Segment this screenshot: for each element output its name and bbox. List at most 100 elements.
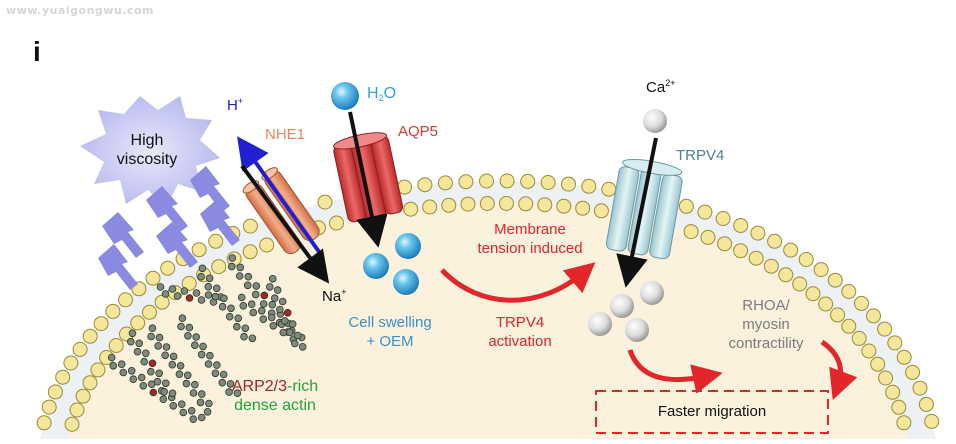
lipid-head [715,211,731,226]
rhoa-to-migration-arrow [820,339,858,401]
lipid-head [924,413,940,429]
calcium-ion-outside [643,109,667,133]
actin-subunit [290,339,299,348]
tension-to-trpv4-arrow [440,262,596,303]
actin-subunit [269,321,278,330]
nhe1-transporter [242,167,320,255]
actin-subunit [218,302,227,311]
actin-subunit [205,274,214,283]
actin-subunit [218,378,227,387]
actin-subunit [196,398,205,407]
lipid-head [145,270,161,286]
lipid-head [437,175,453,191]
lipid-head [813,262,829,278]
lipid-head [181,275,197,291]
trpv4-activation-label: TRPV4 activation [470,313,570,351]
actin-subunit [275,305,284,314]
lipid-head [72,341,88,357]
actin-subunit [153,377,162,386]
actin-subunit [160,387,169,396]
lipid-head [130,315,146,331]
calcium-charge: 2+ [665,78,676,88]
faster-migration-label: Faster migration [657,403,767,420]
proton-efflux-arrow [237,136,324,258]
viscosity-arrow-6-icon [98,244,138,290]
lipid-head [242,244,258,260]
lipid-head [317,194,333,210]
lipid-head [877,321,893,337]
lipid-head [47,384,63,400]
lipid-head [90,362,106,378]
actin-subunit [179,408,188,417]
lipid-head [778,267,794,283]
membrane-tension-line-1: Membrane [494,221,566,238]
actin-subunit [107,353,116,362]
lipid-head [733,218,749,233]
water-label: H2O [367,84,396,103]
actin-filament [147,324,213,416]
actin-subunit [239,301,248,310]
actin-subunit [211,292,220,301]
actin-subunit [168,389,177,398]
actin-subunit [148,359,157,368]
actin-subunit [177,322,185,331]
actin-subunit [175,370,184,379]
actin-subunit [288,320,297,328]
actin-subunit [240,332,248,341]
actin-subunit [212,284,221,293]
actin-subunit [185,323,194,332]
actin-subunit [199,342,207,351]
lipid-head [885,384,901,400]
actin-subunit [161,351,170,360]
faster-migration-box [595,390,829,434]
actin-subunit [148,324,157,333]
viscosity-arrow-3-icon [102,212,144,258]
outer-leaflet [36,173,940,431]
lipid-head [329,215,344,231]
actin-subunit [129,375,138,384]
calcium-influx-arrow [616,137,658,288]
high-viscosity-line-2: viscosity [116,151,178,168]
actin-subunit [267,313,276,322]
lipid-head [458,174,474,190]
lipid-head [841,318,857,334]
lipid-head [593,203,609,219]
membrane-tension-label: Membrane tension induced [460,220,600,258]
actin-subunit [128,329,137,338]
actin-subunit [257,306,266,315]
actin-subunit [251,290,260,299]
rhoa-myosin-label: RHOA/ myosin contractility [716,296,816,353]
actin-subunit [192,289,201,297]
calcium-symbol: Ca [646,79,666,96]
rhoa-line-1: RHOA/ [742,297,790,314]
lipid-head [561,176,576,192]
lipid-head [422,199,438,215]
lipid-head [861,343,877,359]
actin-arp23: ARP2/3 [231,378,288,395]
lipid-head [581,178,597,194]
lipid-head [683,224,699,240]
lipid-head [160,260,176,276]
lipid-head [830,307,846,323]
actin-subunit [225,388,233,396]
lipid-head [108,338,124,353]
viscosity-arrow-5-icon [156,222,198,268]
actin-subunit [197,350,206,359]
lipid-head [870,356,886,372]
actin-subunit [168,285,177,293]
lipid-head [63,355,79,371]
actin-subunit [285,328,294,337]
actin-subunit [204,282,213,291]
lipid-head [64,416,80,432]
actin-subunit [252,282,261,290]
actin-subunit [233,322,241,331]
lipid-head [601,181,617,197]
lipid-head [866,308,881,324]
actin-subunit [249,308,258,317]
rhoa-line-3: contractility [728,335,804,352]
lipid-head [36,415,52,431]
lipid-head [851,330,867,346]
actin-subunit [248,334,257,343]
actin-subunit [147,332,155,341]
